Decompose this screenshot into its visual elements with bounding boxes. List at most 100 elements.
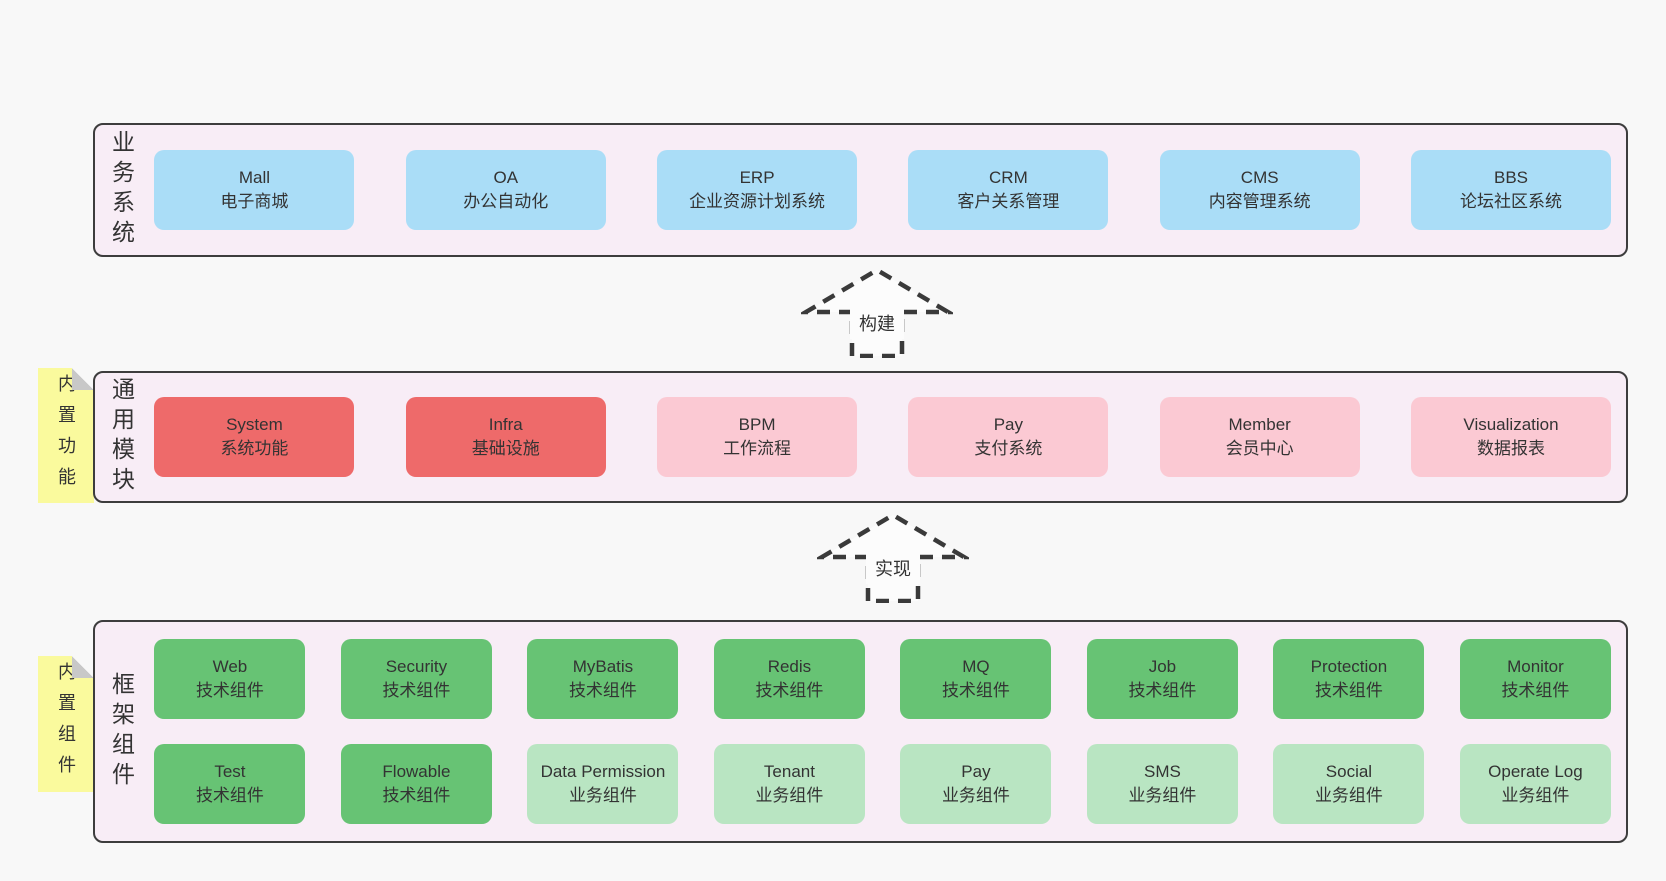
box-desc: 业务组件 — [755, 786, 824, 805]
box-name: CRM — [989, 168, 1028, 187]
box-name: Pay — [961, 762, 991, 781]
box-name: BBS — [1493, 168, 1529, 187]
layer-common-modules: 通用模块 System 系统功能 Infra 基础设施 BPM 工作流程 Pay… — [93, 371, 1628, 503]
box-pay-business: Pay 业务组件 — [900, 744, 1052, 824]
box-bpm: BPM 工作流程 — [657, 397, 858, 477]
business-systems-boxes: Mall 电子商城 OA 办公自动化 ERP 企业资源计划系统 CRM 客户关系… — [134, 150, 1626, 230]
box-protection: Protection 技术组件 — [1273, 639, 1425, 719]
box-desc: 技术组件 — [195, 681, 264, 700]
box-name: Flowable — [382, 762, 451, 781]
box-sms: SMS 业务组件 — [1086, 744, 1238, 824]
note-label: 内置功能 — [56, 373, 76, 498]
box-name: Data Permission — [540, 762, 666, 781]
sticky-note-builtin-components: 内置组件 — [38, 656, 94, 792]
box-desc: 支付系统 — [974, 439, 1043, 458]
sticky-note-builtin-features: 内置功能 — [38, 368, 94, 503]
box-desc: 技术组件 — [1128, 681, 1197, 700]
box-name: Mall — [238, 168, 271, 187]
framework-components-boxes: Web 技术组件 Security 技术组件 MyBatis 技术组件 Redi… — [134, 639, 1626, 824]
implement-arrow-icon: 实现 — [817, 512, 969, 603]
box-desc: 技术组件 — [1501, 681, 1570, 700]
box-mybatis: MyBatis 技术组件 — [527, 639, 679, 719]
box-cms: CMS 内容管理系统 — [1159, 150, 1360, 230]
note-fold-icon — [72, 656, 94, 678]
box-desc: 技术组件 — [941, 681, 1010, 700]
box-desc: 客户关系管理 — [957, 192, 1060, 211]
layer-business-systems: 业务系统 Mall 电子商城 OA 办公自动化 ERP 企业资源计划系统 CRM… — [93, 123, 1628, 257]
layer-label-framework-components: 框架组件 — [108, 671, 135, 792]
framework-components-row-2: Test 技术组件 Flowable 技术组件 Data Permission … — [154, 744, 1611, 824]
box-operate-log: Operate Log 业务组件 — [1459, 744, 1611, 824]
box-name: Test — [214, 762, 246, 781]
box-crm: CRM 客户关系管理 — [908, 150, 1109, 230]
box-member: Member 会员中心 — [1159, 397, 1360, 477]
box-desc: 会员中心 — [1225, 439, 1294, 458]
box-desc: 技术组件 — [568, 681, 637, 700]
box-name: Security — [385, 657, 448, 676]
box-redis: Redis 技术组件 — [713, 639, 865, 719]
box-desc: 技术组件 — [195, 786, 264, 805]
box-name: SMS — [1144, 762, 1181, 781]
box-name: Protection — [1310, 657, 1388, 676]
box-system: System 系统功能 — [154, 397, 355, 477]
box-infra: Infra 基础设施 — [405, 397, 606, 477]
box-data-permission: Data Permission 业务组件 — [527, 744, 679, 824]
box-desc: 内容管理系统 — [1208, 192, 1311, 211]
box-desc: 业务组件 — [1128, 786, 1197, 805]
box-desc: 业务组件 — [1314, 786, 1383, 805]
box-desc: 数据报表 — [1477, 439, 1545, 458]
box-name: CMS — [1240, 168, 1279, 187]
box-name: Web — [212, 657, 248, 676]
box-name: Job — [1148, 657, 1177, 676]
arrow-label-bg — [866, 551, 920, 584]
box-name: Member — [1228, 415, 1291, 434]
box-test: Test 技术组件 — [154, 744, 306, 824]
box-name: MQ — [962, 657, 990, 676]
box-desc: 基础设施 — [471, 439, 540, 458]
layer-framework-components: 框架组件 Web 技术组件 Security 技术组件 MyBatis 技术组件… — [93, 620, 1628, 843]
box-name: Infra — [488, 415, 523, 434]
box-desc: 办公自动化 — [463, 192, 549, 211]
box-desc: 工作流程 — [723, 439, 792, 458]
box-desc: 系统功能 — [220, 439, 289, 458]
box-visualization: Visualization 数据报表 — [1411, 397, 1611, 477]
box-name: Monitor — [1507, 657, 1564, 676]
box-name: Pay — [993, 415, 1024, 434]
box-security: Security 技术组件 — [340, 639, 492, 719]
arrow-label: 实现 — [875, 559, 911, 579]
layer-label-business-systems: 业务系统 — [108, 130, 135, 250]
box-desc: 技术组件 — [755, 681, 824, 700]
box-name: OA — [493, 168, 519, 187]
box-desc: 技术组件 — [382, 681, 451, 700]
box-desc: 业务组件 — [941, 786, 1010, 805]
arrow-label-bg — [850, 306, 904, 339]
box-name: Operate Log — [1488, 762, 1583, 781]
box-name: Visualization — [1463, 415, 1559, 434]
box-desc: 技术组件 — [382, 786, 451, 805]
box-erp: ERP 企业资源计划系统 — [657, 150, 858, 230]
box-desc: 企业资源计划系统 — [689, 192, 826, 211]
box-bbs: BBS 论坛社区系统 — [1411, 150, 1611, 230]
box-name: ERP — [739, 168, 775, 187]
framework-components-row-1: Web 技术组件 Security 技术组件 MyBatis 技术组件 Redi… — [154, 639, 1611, 719]
box-name: MyBatis — [572, 657, 634, 676]
box-flowable: Flowable 技术组件 — [340, 744, 492, 824]
build-arrow-icon: 构建 — [801, 267, 953, 358]
box-desc: 电子商城 — [220, 192, 289, 211]
box-web: Web 技术组件 — [154, 639, 306, 719]
box-mq: MQ 技术组件 — [900, 639, 1052, 719]
arrow-label: 构建 — [859, 314, 895, 334]
box-social: Social 业务组件 — [1273, 744, 1425, 824]
box-oa: OA 办公自动化 — [405, 150, 606, 230]
box-job: Job 技术组件 — [1086, 639, 1238, 719]
common-modules-boxes: System 系统功能 Infra 基础设施 BPM 工作流程 Pay 支付系统… — [134, 397, 1626, 477]
note-fold-icon — [72, 368, 94, 390]
box-desc: 技术组件 — [1314, 681, 1383, 700]
box-pay: Pay 支付系统 — [908, 397, 1109, 477]
box-name: Social — [1325, 762, 1373, 781]
layer-label-common-modules: 通用模块 — [108, 377, 135, 497]
box-monitor: Monitor 技术组件 — [1459, 639, 1611, 719]
box-mall: Mall 电子商城 — [154, 150, 355, 230]
box-desc: 业务组件 — [1501, 786, 1570, 805]
box-tenant: Tenant 业务组件 — [713, 744, 865, 824]
